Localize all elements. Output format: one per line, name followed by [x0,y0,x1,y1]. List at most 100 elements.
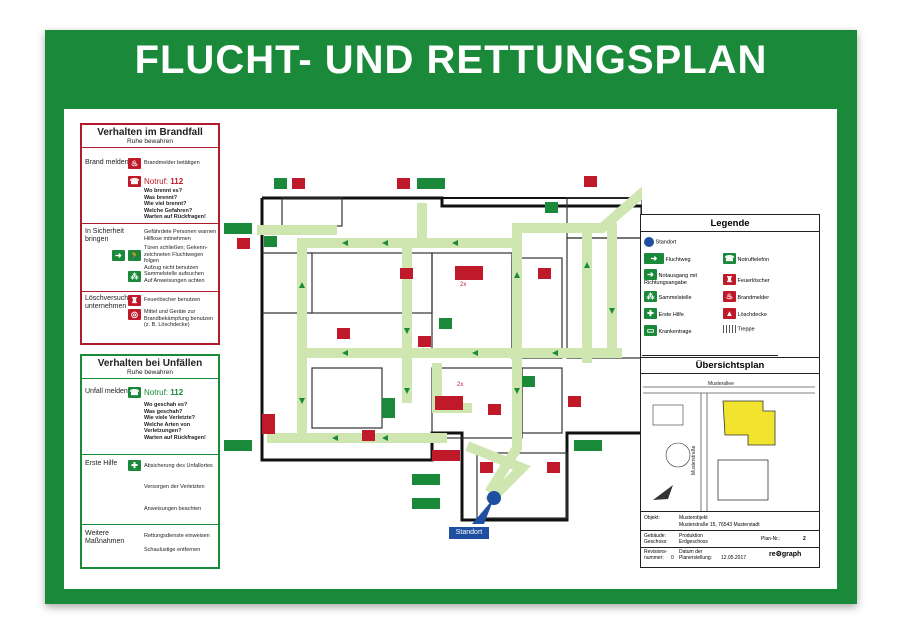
route-arrow [404,388,410,394]
legend-item: Treppe [737,326,755,333]
legend-item: Fluchtweg [665,257,691,263]
objekt-value: Musterobjekt [679,515,708,521]
question-text: Wie viele Verletzte? [144,415,196,421]
route-arrow [472,350,478,356]
extinguisher-sign [547,462,560,473]
phone-icon: ☎ [128,387,141,398]
extinguisher-sign [262,414,275,434]
first-aid-icon: ✚ [644,308,657,319]
question-text: Warten auf Rückfragen! [144,434,206,441]
standort-pointer [472,498,494,524]
extinguisher-sign [568,396,581,407]
count-label: 2x [457,382,463,388]
legend-item: Standort [655,239,677,246]
revision-value: 0 [671,555,674,561]
instruction-text: zeichneten Fluchtwegen folgen [144,251,204,265]
phone-sign [439,318,452,329]
exit-sign [382,398,395,418]
legend-panel: Legende Standort ➜ Fluchtweg ➜ Notausgan… [640,214,820,568]
legend-item: Krankentrage [658,329,692,335]
instruction-text: Gefährdete Personen warnen [144,229,217,235]
section-label-brand-melden: Brand melden [85,159,129,166]
route-arrow [299,398,305,404]
legend-item: Löschdecke [737,312,767,318]
question-text: Verletzungen? [144,428,182,434]
overview-section [642,355,778,356]
building-highlight [722,400,776,446]
count-label: 2x [460,282,466,288]
instruction-text: Rettungsdienste einweisen [144,533,210,539]
street-label: Musterstraße [691,445,697,475]
legend-item: Erste Hilfe [658,312,684,318]
standort-label: Standort [449,527,489,539]
instruction-text: Schaulustige entfernen [144,547,201,553]
brand-logo: re⚙graph [769,551,802,558]
legend-item: Notausgang mit Richtungsangabe [644,273,698,286]
route-arrow [342,350,348,356]
route-arrow [342,240,348,246]
first-aid-sign [274,178,287,189]
overview-heading: Übersichtsplan [641,357,819,374]
overview-map: Musterallee Musterstraße [643,381,815,511]
section-label-loeschversuch: Löschversuch unternehmen [85,295,129,310]
route-arrow [404,328,410,334]
divider [82,291,218,292]
legend-item: Sammelstelle [658,295,692,301]
divider [82,454,218,455]
extinguisher-sign [418,336,431,347]
revision-label: Revisions-nummer: [644,549,668,561]
instruction-text: Anweisungen beachten [144,506,202,512]
route-arrow [299,282,305,288]
route-arrows [299,240,615,441]
fire-blanket-icon: ▲ [723,308,736,319]
fire-hose-icon: ◎ [128,309,141,320]
instruction-text: Absicherung des Unfallortes [144,463,213,469]
extinguisher-sign [538,268,551,279]
plan-label: Plan-Nr.: [761,536,781,542]
north-arrow-icon [653,485,673,500]
fire-alarm-icon: ♨ [723,291,736,302]
objekt-label: Objekt: [644,515,660,521]
instruction-text: Hilflose mitnehmen [144,235,191,242]
instruction-text: Brandmelder betätigen [144,160,200,166]
instruction-text: Versorgen der Verletzten [144,484,205,490]
phone-sign [522,376,535,387]
extinguisher-sign [480,462,493,473]
first-aid-icon: ✚ [128,460,141,471]
address-value: Musterstraße 15, 76543 Musterstadt [679,522,760,528]
divider [82,524,218,525]
route-arrow [382,435,388,441]
phone-icon: ☎ [723,253,736,264]
fire-blanket-sign [455,266,483,280]
legend-item: Notruftelefon [737,257,770,263]
exit-sign [412,474,440,485]
unfall-heading: Verhalten bei Unfällen [97,358,203,369]
notruf-number: 112 [170,177,184,186]
instruction-text: (z. B. Löschdecke) [144,322,190,328]
question-text: Warten auf Rückfragen! [144,214,206,220]
exit-sign-left [224,440,252,451]
arrow-right-icon: ➜ [112,250,125,261]
floor-plan: 2x 2x [224,176,642,524]
info-block: Objekt: Musterobjekt Musterstraße 15, 76… [641,511,819,568]
instruction-text: Mittel und Geräte zur [144,309,196,315]
brandfall-panel: Verhalten im Brandfall Ruhe bewahren Bra… [80,123,220,345]
extinguisher-sign [362,430,375,441]
geschoss-value: Erdgeschoss [679,539,708,545]
section-label-sicherheit: In Sicherheit bringen [85,228,124,243]
exit-sign-left [412,498,440,509]
plan-signs [224,176,602,509]
extinguisher-icon: ♜ [128,295,141,306]
question-text: Wie viel brennt? [144,201,187,207]
plan-value: 2 [803,536,806,542]
fire-blanket-sign [435,396,463,410]
standort-icon [644,237,654,247]
unfall-panel: Verhalten bei Unfällen Ruhe bewahren Unf… [80,354,220,569]
question-text: Welche Gefahren? [144,207,193,214]
legend-item: Brandmelder [737,295,770,301]
extinguisher-sign [584,176,597,187]
stairs-icon [723,325,736,333]
extinguisher-sign [488,404,501,415]
instruction-text: Sammelstelle aufsuchen [144,271,204,277]
notruf-number: 112 [170,388,184,397]
